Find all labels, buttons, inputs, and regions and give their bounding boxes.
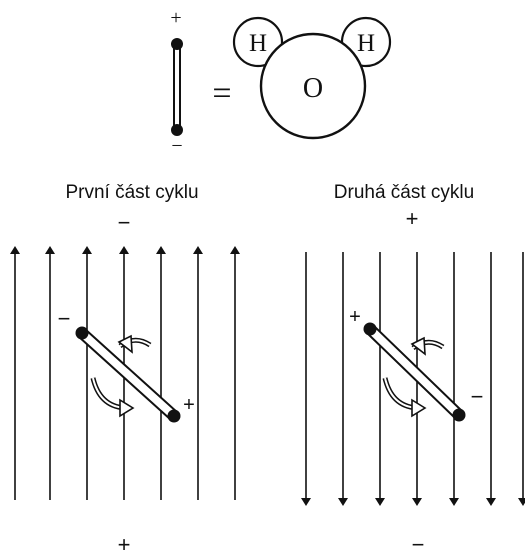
hydrogen-left-circle [232, 16, 284, 68]
panel-first-field-lines [10, 246, 240, 500]
panel-first-top-sign: − [118, 210, 131, 235]
dipole-rod [173, 43, 181, 131]
panel-first-title: První část cyklu [65, 182, 198, 203]
panel-second-dipole-end-negative [452, 408, 466, 422]
panel-second-rotation-arrowhead-bottom [411, 398, 427, 418]
panel-second-rotation-arrows [382, 336, 445, 418]
panel-first-dipole: − + [58, 306, 195, 423]
panel-first-rotation-arrows [90, 334, 152, 418]
panel-second-dipole-positive-sign: + [349, 306, 361, 328]
panel-second-top-sign: + [406, 206, 419, 231]
panel-second-cycle: Druhá část cyklu + + − − [301, 182, 525, 555]
panel-first-rotation-arrowhead-top [117, 334, 133, 354]
panel-second-dipole-end-positive [363, 322, 377, 336]
dipole-end-top [171, 38, 183, 50]
panel-first-bottom-sign: + [118, 532, 131, 555]
equals-sign: = [212, 75, 231, 112]
panel-second-bottom-sign: − [412, 532, 425, 555]
panel-second-title: Druhá část cyklu [334, 182, 474, 203]
panel-first-dipole-positive-sign: + [183, 394, 195, 416]
dipole-plus-sign: + [170, 7, 181, 29]
dipole-end-bottom [171, 124, 183, 136]
oxygen-label: O [303, 73, 323, 104]
panel-first-dipole-negative-sign: − [58, 306, 71, 331]
hydrogen-right-label: H [357, 30, 375, 57]
hydrogen-left-label: H [249, 30, 267, 57]
dipole-minus-sign: − [171, 135, 182, 157]
panel-first-dipole-end-positive [167, 409, 181, 423]
panel-first-rotation-arrowhead-bottom [119, 398, 135, 418]
panel-second-dipole-negative-sign: − [471, 384, 484, 409]
water-molecule: H H O [232, 16, 392, 140]
panel-first-dipole-end-negative [75, 326, 89, 340]
panel-first-cycle: První část cyklu − − + + [10, 182, 240, 555]
panel-second-rotation-arrowhead-top [410, 336, 426, 356]
oxygen-circle [259, 32, 367, 140]
dipole-symbol: + − [170, 7, 183, 157]
panel-second-dipole: + − [349, 306, 483, 422]
